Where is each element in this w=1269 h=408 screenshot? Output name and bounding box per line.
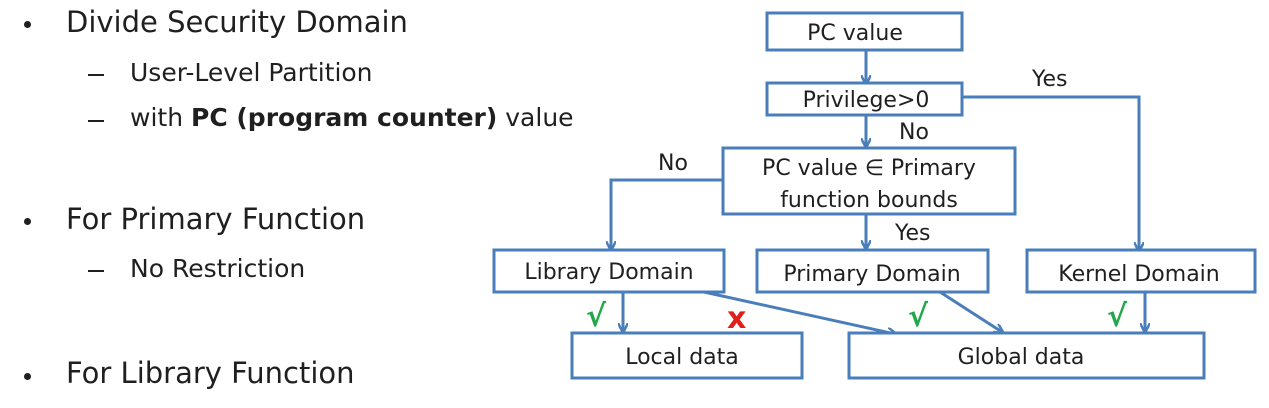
check-mark-icon: √ — [1107, 299, 1128, 334]
sub-bullet-no-restriction: No Restriction — [130, 254, 306, 283]
edge-label-bounds-yes: Yes — [894, 221, 931, 246]
sub-bullet-dash — [88, 270, 104, 272]
sub-bullet-pc-prefix: with — [130, 103, 191, 132]
sub-bullet-dash — [88, 74, 104, 76]
node-pc-bounds-line1: PC value ∈ Primary — [762, 156, 976, 181]
edge-label-privilege-yes: Yes — [1031, 67, 1068, 92]
sub-bullet-user-level-partition: User-Level Partition — [130, 58, 373, 87]
bullet-dot — [24, 21, 31, 28]
check-mark-icon: √ — [908, 299, 929, 334]
edge-label-privilege-no: No — [899, 120, 929, 145]
arrow-primary-to-global — [939, 290, 1002, 332]
node-primary-domain: Primary Domain — [755, 248, 990, 294]
node-pc-bounds-line2: function bounds — [780, 188, 958, 213]
node-local-data: Local data — [570, 331, 804, 380]
node-privilege-label: Privilege>0 — [803, 88, 930, 113]
node-pc-value: PC value — [765, 11, 964, 52]
node-pc-value-label: PC value — [807, 21, 903, 46]
arrow-bounds-no-to-library — [611, 178, 723, 249]
node-local-data-label: Local data — [625, 345, 739, 370]
cross-mark-icon: x — [727, 301, 746, 336]
node-primary-domain-label: Primary Domain — [783, 262, 960, 287]
node-pc-bounds: PC value ∈ Primary function bounds — [721, 146, 1017, 216]
node-library-domain-label: Library Domain — [524, 260, 693, 285]
bullet-library-function: For Library Function — [66, 356, 355, 390]
sub-bullet-pc-value: with PC (program counter) value — [130, 103, 574, 132]
check-mark-icon: √ — [586, 299, 607, 334]
bullet-list: Divide Security Domain User-Level Partit… — [0, 0, 600, 408]
bullet-dot — [24, 373, 31, 380]
node-privilege: Privilege>0 — [765, 81, 964, 117]
bullet-divide-security-domain: Divide Security Domain — [66, 5, 408, 39]
edge-label-bounds-no: No — [658, 151, 688, 176]
sub-bullet-pc-suffix: value — [497, 103, 574, 132]
node-kernel-domain-label: Kernel Domain — [1058, 262, 1219, 287]
node-kernel-domain: Kernel Domain — [1025, 248, 1257, 294]
node-global-data-label: Global data — [958, 345, 1085, 370]
sub-bullet-pc-bold: PC (program counter) — [191, 103, 498, 132]
node-global-data: Global data — [847, 331, 1206, 380]
node-library-domain: Library Domain — [492, 248, 726, 294]
sub-bullet-dash — [88, 120, 104, 122]
arrow-library-to-global — [703, 290, 895, 334]
bullet-dot — [24, 218, 31, 225]
bullet-primary-function: For Primary Function — [66, 202, 366, 236]
arrow-privilege-yes-to-kernel — [962, 95, 1139, 250]
